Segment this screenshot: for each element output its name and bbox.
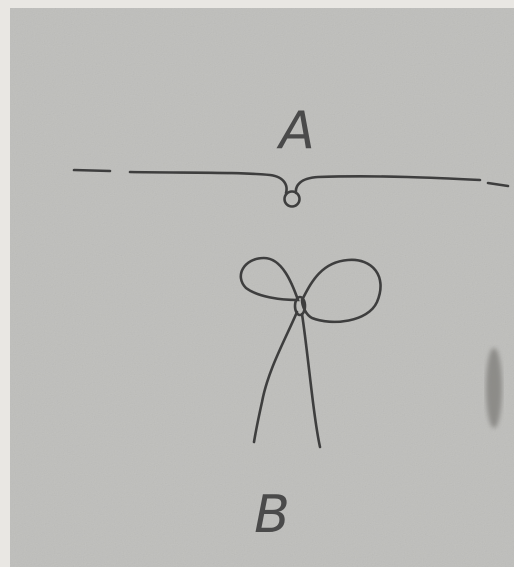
smudge-mark [486, 348, 502, 428]
label-b: B [254, 485, 290, 545]
label-a: A [276, 101, 315, 161]
paper-background [10, 8, 514, 567]
